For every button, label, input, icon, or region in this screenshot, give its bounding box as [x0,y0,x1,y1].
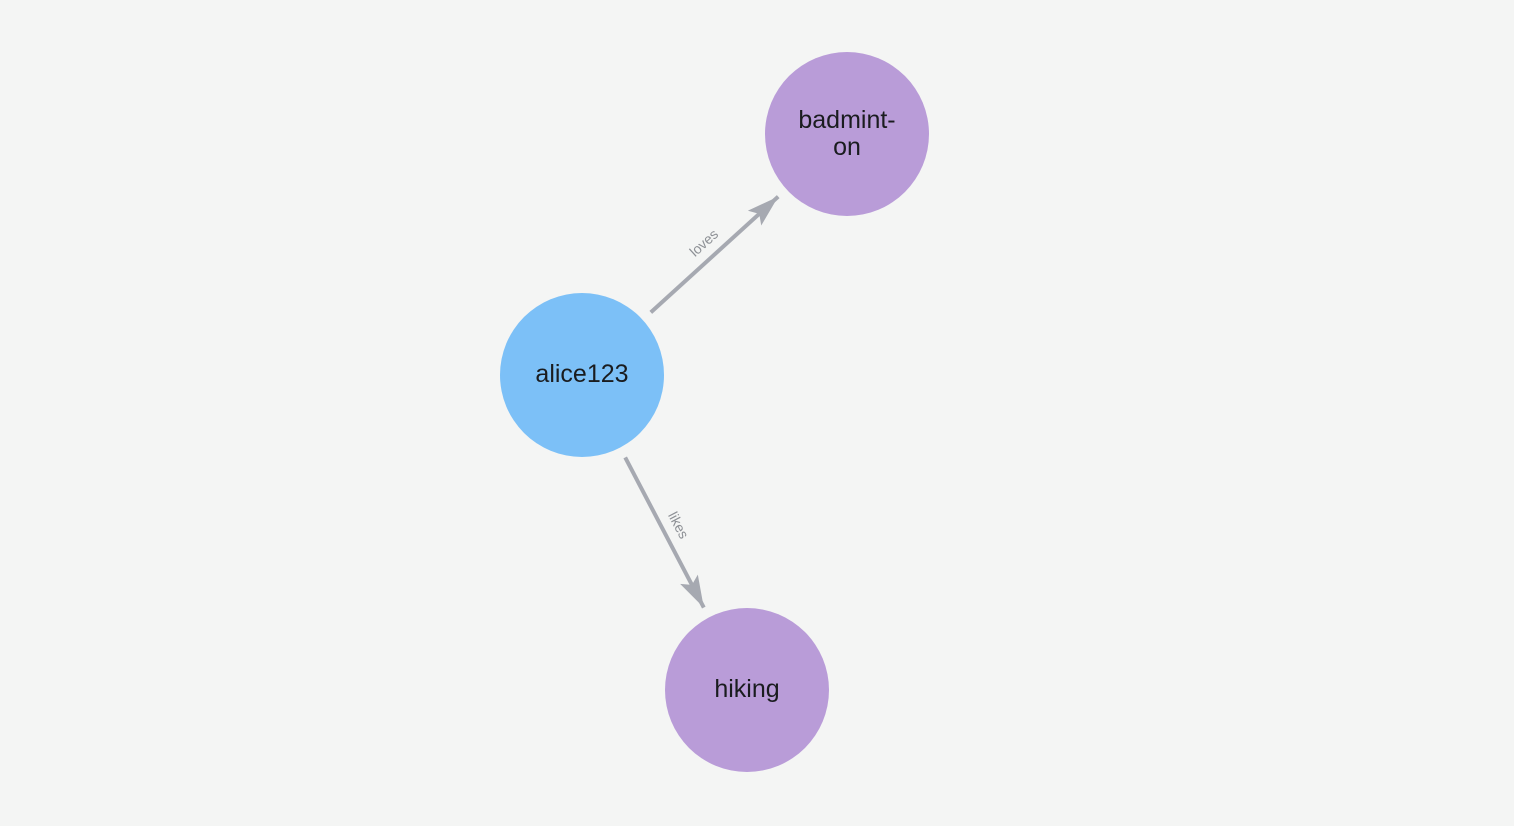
node-label-line: alice123 [535,360,629,389]
graph-node-alice123[interactable]: alice123 [500,293,664,457]
node-label-line: badmint- [798,105,896,134]
node-label-line: hiking [714,675,780,704]
node-label-line: on [833,133,861,161]
edge-label-likes: likes [665,509,692,541]
graph-node-hiking[interactable]: hiking [665,608,829,772]
graph-node-badminton[interactable]: badmint-on [765,52,929,216]
edge-likes[interactable] [623,456,706,609]
edge-loves[interactable] [649,195,780,314]
